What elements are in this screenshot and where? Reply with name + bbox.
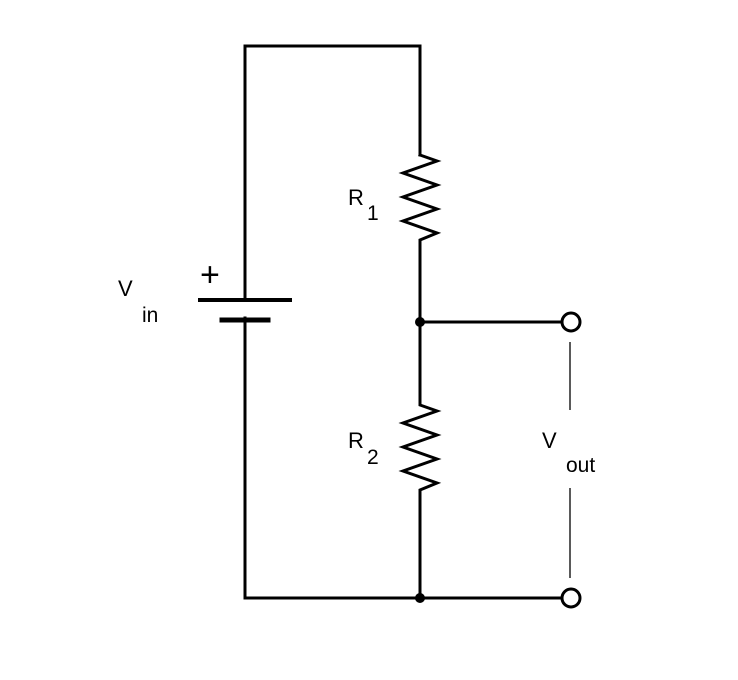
r1-label-sub: 1 [367,202,379,225]
vin-label-sub: in [142,304,158,327]
vout-terminal-bottom[interactable] [560,587,582,609]
vout-label-main: V [542,428,557,453]
vout-terminal-top[interactable] [560,311,582,333]
junction-bottom [415,593,425,603]
r2-label-sub: 2 [367,446,379,469]
vout-label-sub: out [566,454,595,477]
resistor-r1 [398,153,442,324]
resistor-r2 [398,320,442,600]
left-wire-top [243,44,422,302]
battery-plus-sign: + [200,256,220,294]
r1-label-main: R [348,185,364,210]
left-wire-bottom [243,316,572,600]
r2-label-main: R [348,428,364,453]
vin-label-main: V [118,276,133,301]
